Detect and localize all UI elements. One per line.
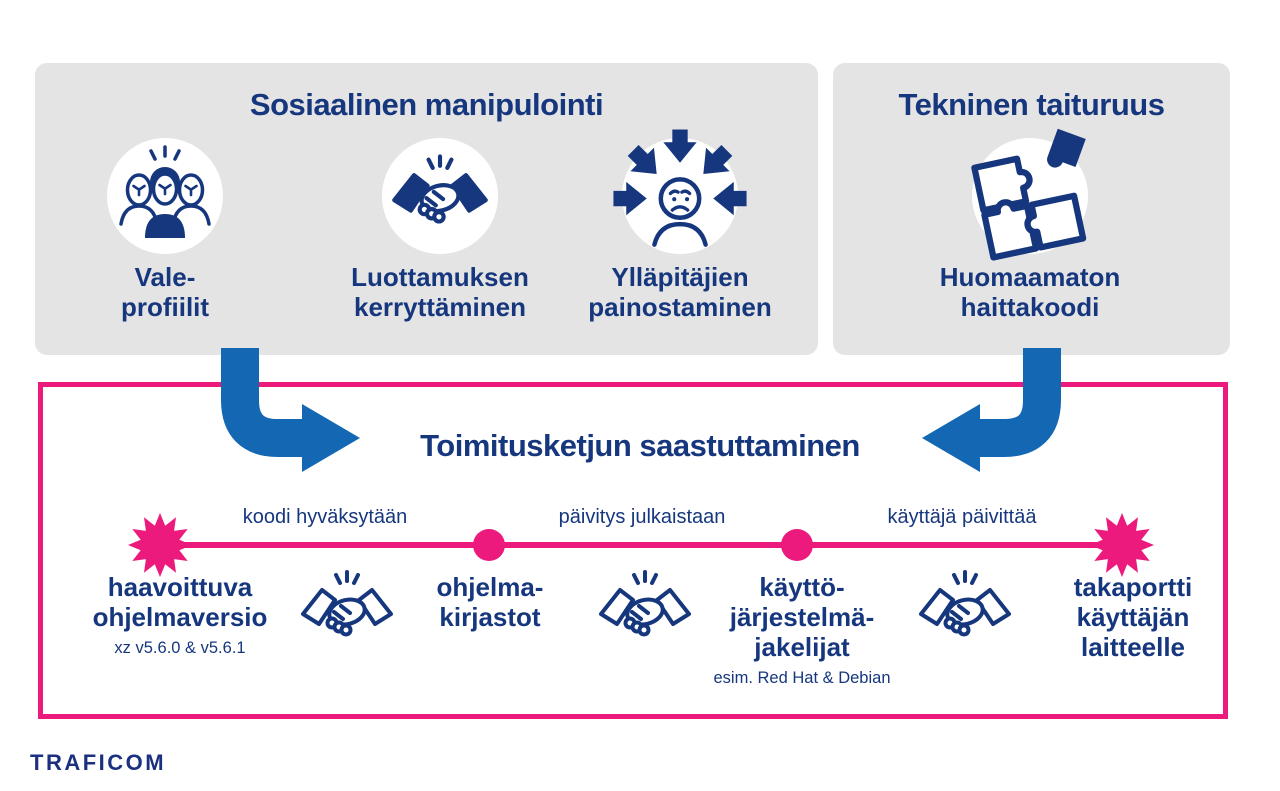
fake-profiles-item: Vale- profiilit [20,138,310,323]
icon-circle [622,138,738,254]
handshake-icon [915,570,1015,650]
social-box-title: Sosiaalinen manipulointi [249,87,604,122]
pressuring-label: Ylläpitäjien painostaminen [588,262,772,323]
trust-building-label: Luottamuksen kerryttäminen [351,262,529,323]
icon-circle [382,138,498,254]
burst-end-icon [1090,513,1154,577]
social-manipulation-box: Sosiaalinen manipulointi Vale- profiilit… [35,63,818,355]
stage-backdoor: takaportti käyttäjän laitteelle [1008,572,1258,662]
traficom-logo: TRAFICOM [30,750,167,775]
stage-sublabel: xz v5.6.0 & v5.6.1 [114,639,246,658]
stage-label: takaportti käyttäjän laitteelle [1073,572,1193,663]
stage-sublabel: esim. Red Hat & Debian [713,669,891,688]
technical-box-title: Tekninen taituruus [898,87,1165,122]
handshake-icon [388,154,492,238]
technical-skill-box: Tekninen taituruus Huomaamaton haittakoo… [833,63,1230,355]
stage-label: haavoittuva ohjelmaversio [92,572,268,633]
puzzle-icon [967,133,1093,259]
trust-building-item: Luottamuksen kerryttäminen [295,138,585,323]
edge-label-user-updates: käyttäjä päivittää [887,506,1037,528]
stage-vulnerable-version: haavoittuva ohjelmaversio xz v5.6.0 & v5… [55,572,305,658]
malicious-code-item: Huomaamaton haittakoodi [885,138,1175,323]
masks-icon [119,145,211,240]
fake-profiles-label: Vale- profiilit [120,262,210,323]
icon-circle [107,138,223,254]
edge-label-update-released: päivitys julkaistaan [558,506,726,528]
timeline-node-2 [781,529,813,561]
stage-software-libraries: ohjelma- kirjastot [365,572,615,632]
pressure-icon [616,132,744,260]
flow-arrow-right-icon [922,348,1061,472]
icon-circle [972,138,1088,254]
flow-arrow-left-icon [221,348,360,472]
timeline-node-1 [473,529,505,561]
timeline-line [160,542,1122,548]
stage-label: käyttö- järjestelmä- jakelijat [729,572,875,663]
pressuring-item: Ylläpitäjien painostaminen [535,138,825,323]
burst-start-icon [128,513,192,577]
stage-os-distributors: käyttö- järjestelmä- jakelijat esim. Red… [677,572,927,688]
supply-chain-title: Toimitusketjun saastuttaminen [420,428,860,463]
edge-label-code-approved: koodi hyväksytään [242,506,408,528]
malicious-code-label: Huomaamaton haittakoodi [939,262,1121,323]
stage-label: ohjelma- kirjastot [436,572,544,633]
